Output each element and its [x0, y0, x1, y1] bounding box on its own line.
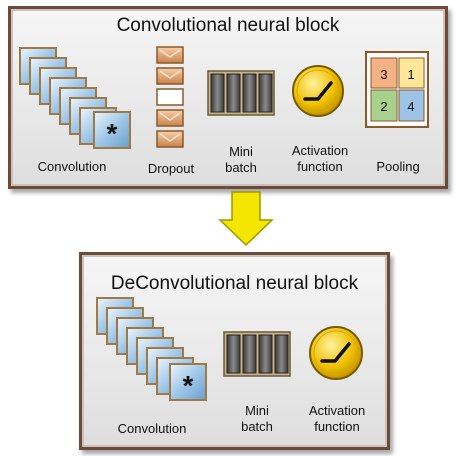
dropout-label: Dropout [147, 161, 195, 176]
pool-cell-2: 1 [407, 67, 414, 82]
activation-icon-top [292, 65, 344, 117]
down-arrow [218, 191, 274, 247]
convolution-symbol-top: * [107, 118, 118, 149]
convolution-label-bottom: Convolution [117, 421, 187, 436]
pool-cell-3: 2 [380, 99, 387, 114]
activation-icon-bottom [309, 326, 363, 380]
pool-cell-4: 4 [407, 99, 414, 114]
convolution-symbol-bottom: * [183, 370, 194, 401]
pool-cell-1: 3 [380, 67, 387, 82]
mini-batch-label-bottom: Mini batch [241, 403, 273, 434]
dropout-column [156, 46, 184, 148]
activation-label-top: Activation function [291, 143, 349, 174]
convolution-label-top: Convolution [37, 159, 107, 174]
convolution-stack-bottom [96, 297, 207, 401]
pooling-grid [365, 51, 429, 128]
activation-label-bottom: Activation function [308, 403, 366, 434]
deconvolutional-block-title: DeConvolutional neural block [110, 273, 359, 294]
mini-batch-top [207, 70, 275, 116]
mini-batch-label-top: Mini batch [225, 144, 257, 175]
pooling-label: Pooling [376, 159, 420, 174]
convolutional-block-title: Convolutional neural block [116, 15, 340, 36]
mini-batch-bottom [223, 331, 291, 377]
convolution-stack-top [19, 47, 131, 149]
